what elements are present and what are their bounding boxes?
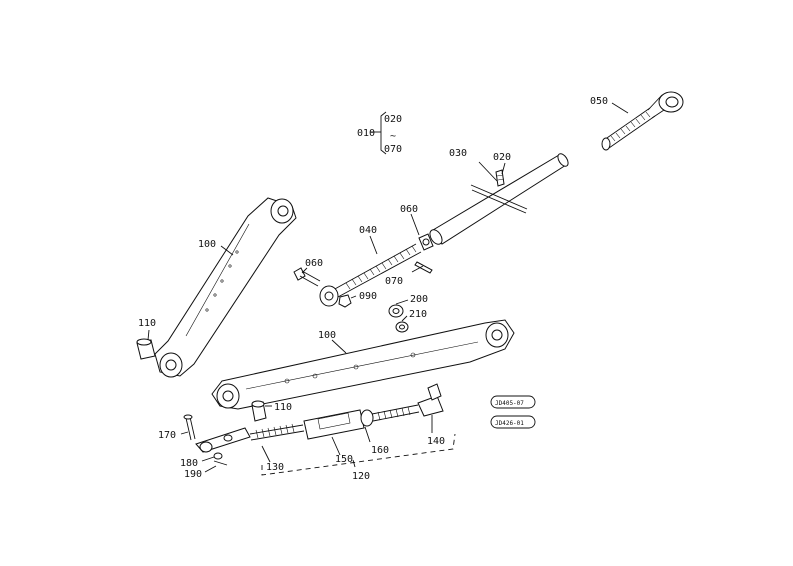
label-010: 010 bbox=[357, 128, 375, 139]
pin-110-left bbox=[136, 338, 156, 360]
label-050: 050 bbox=[590, 96, 608, 107]
group-bracket-120 bbox=[261, 433, 456, 476]
label-070-range: 070 bbox=[384, 144, 402, 155]
bolt-170 bbox=[185, 416, 196, 441]
washer-210 bbox=[395, 321, 409, 333]
adjusting-screw-040 bbox=[319, 243, 422, 307]
label-030: 030 bbox=[449, 148, 467, 159]
label-020-range: 020 bbox=[384, 114, 402, 125]
label-090: 090 bbox=[359, 291, 377, 302]
label-040: 040 bbox=[359, 225, 377, 236]
pin-180 bbox=[213, 452, 223, 460]
label-200: 200 bbox=[410, 294, 428, 305]
label-110-left: 110 bbox=[138, 318, 156, 329]
top-link-eye-end bbox=[601, 91, 684, 151]
label-060-top: 060 bbox=[400, 204, 418, 215]
spring-pin-070 bbox=[414, 261, 433, 274]
label-100-right: 100 bbox=[318, 330, 336, 341]
range-bracket bbox=[380, 111, 387, 155]
label-170: 170 bbox=[158, 430, 176, 441]
lower-link-left bbox=[154, 197, 297, 378]
top-link-tube bbox=[429, 153, 569, 245]
label-110-right: 110 bbox=[274, 402, 292, 413]
stamp-bottom: JD426-01 bbox=[495, 420, 524, 427]
clip-190 bbox=[213, 460, 228, 466]
reference-stamps: JD405-07 JD426-01 bbox=[490, 395, 536, 429]
leader-120 bbox=[352, 459, 356, 468]
top-link-assembly bbox=[293, 91, 684, 308]
label-100-left: 100 bbox=[198, 239, 216, 250]
bolt-080 bbox=[293, 267, 321, 287]
label-120: 120 bbox=[352, 471, 370, 482]
washer-200 bbox=[388, 304, 404, 318]
label-210: 210 bbox=[409, 309, 427, 320]
leader-lines bbox=[147, 102, 629, 473]
label-070: 070 bbox=[385, 276, 403, 287]
label-130: 130 bbox=[266, 462, 284, 473]
label-160: 160 bbox=[371, 445, 389, 456]
pin-110-right bbox=[251, 400, 267, 422]
lower-link-right bbox=[211, 319, 515, 410]
label-140: 140 bbox=[427, 436, 445, 447]
stamp-top-frame bbox=[490, 395, 536, 409]
range-tilde: ~ bbox=[390, 131, 396, 142]
stabilizer-assembly bbox=[183, 383, 444, 466]
label-060: 060 bbox=[305, 258, 323, 269]
part-labels: 010 020 ~ 070 050 030 020 060 040 070 06… bbox=[138, 96, 608, 482]
label-020: 020 bbox=[493, 152, 511, 163]
stamp-bottom-frame bbox=[490, 415, 536, 429]
label-180: 180 bbox=[180, 458, 198, 469]
stamp-top: JD405-07 bbox=[495, 400, 524, 407]
label-150: 150 bbox=[335, 454, 353, 465]
label-190: 190 bbox=[184, 469, 202, 480]
lock-nut-060 bbox=[418, 233, 434, 251]
nut-090 bbox=[338, 294, 352, 308]
